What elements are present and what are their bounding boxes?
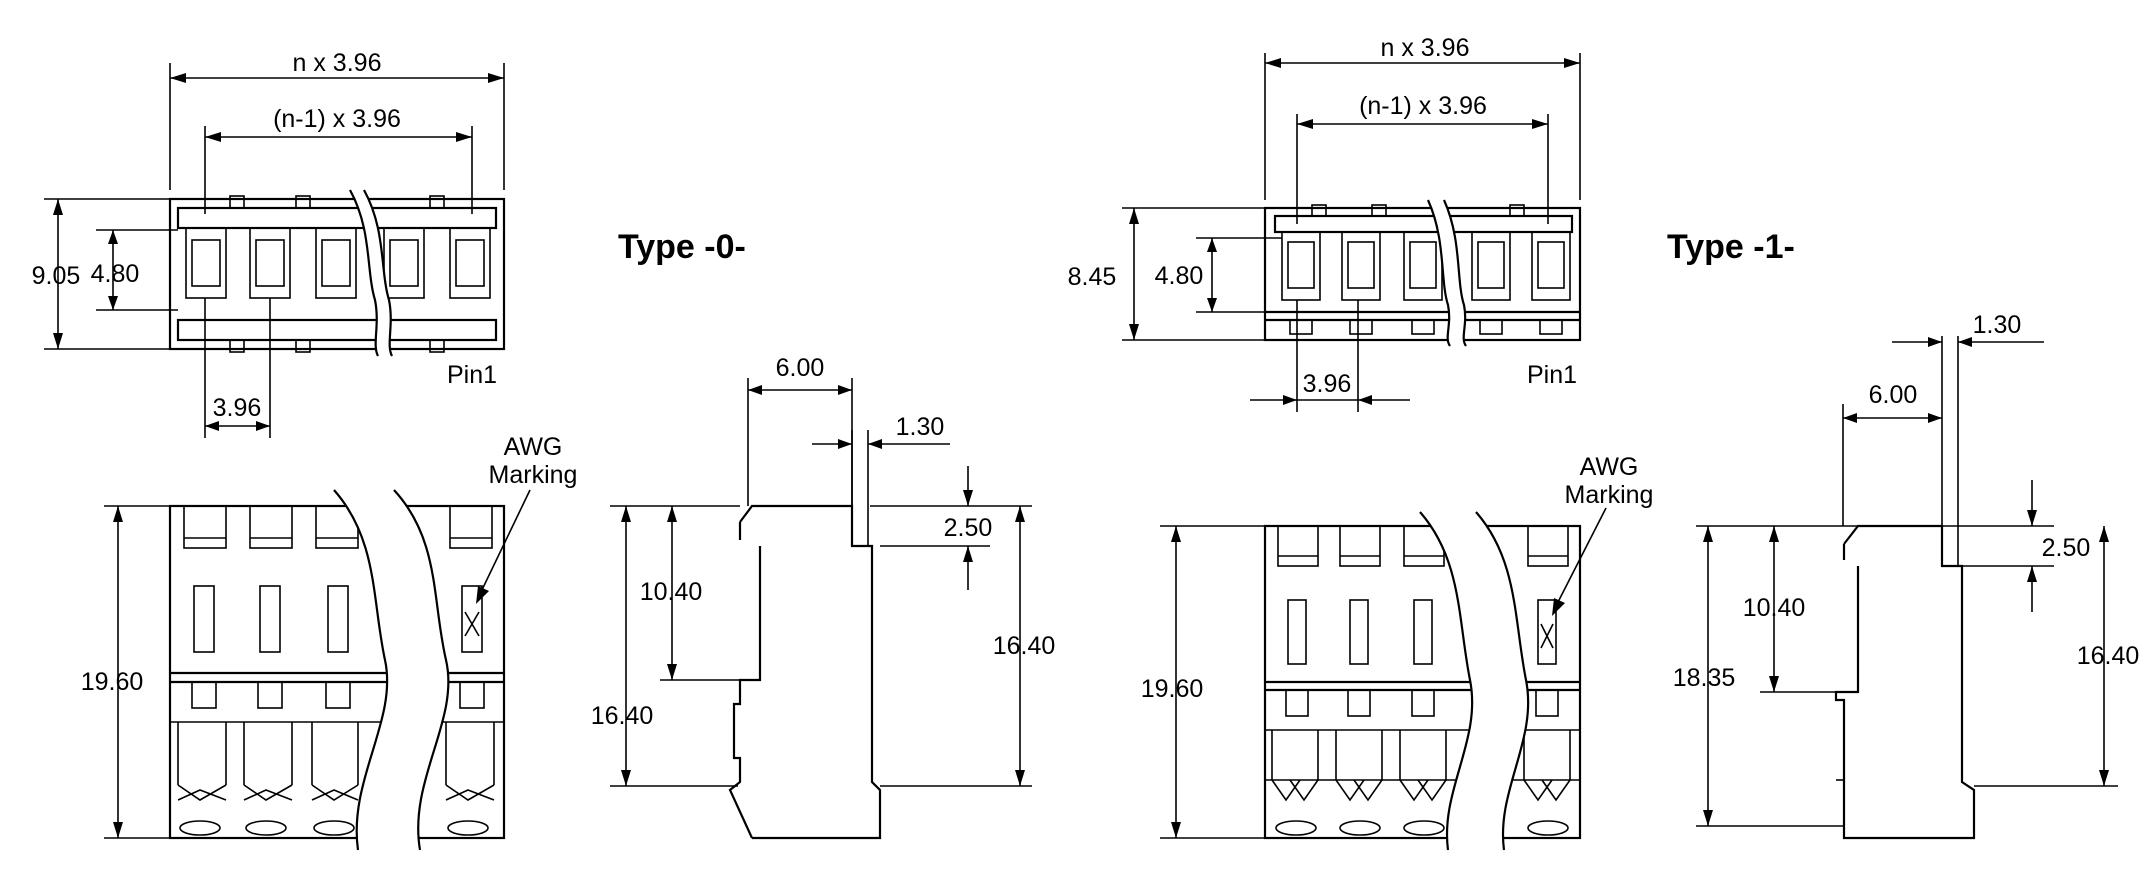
type-0-dim-side-right: 16.40 xyxy=(993,632,1056,660)
type-0-section: Type -0- n x 3.96 (n-1) x 3.96 xyxy=(32,49,1056,851)
type-0-dim-pitch-inner: (n-1) x 3.96 xyxy=(273,105,401,133)
type-1-dim-pitch-inner: (n-1) x 3.96 xyxy=(1359,92,1487,120)
type-1-dim-side-thickness: 1.30 xyxy=(1973,311,2022,339)
type-0-dim-side-width: 6.00 xyxy=(776,354,825,382)
type-0-dim-pitch-total: n x 3.96 xyxy=(293,49,382,77)
type-0-front-view: 19.60 AWG Marking xyxy=(81,433,578,851)
type-1-dim-top-height: 8.45 xyxy=(1068,263,1117,291)
type-1-dim-front-height: 19.60 xyxy=(1141,675,1204,703)
type-0-dim-side-lower: 16.40 xyxy=(591,702,654,730)
type-0-title: Type -0- xyxy=(618,228,746,266)
type-1-dim-side-total: 18.35 xyxy=(1673,664,1736,692)
type-1-side-view: 6.00 1.30 2.50 16.40 xyxy=(1673,311,2140,840)
type-0-dim-top-inner: 4.80 xyxy=(91,260,140,288)
type-0-awg-label-line2: Marking xyxy=(489,461,578,489)
type-0-awg-label-line1: AWG xyxy=(504,433,563,461)
type-0-top-view: n x 3.96 (n-1) x 3.96 xyxy=(32,49,506,438)
type-1-dim-pitch-total: n x 3.96 xyxy=(1381,34,1470,62)
type-1-dim-side-right: 16.40 xyxy=(2077,642,2140,670)
type-1-dim-side-step: 2.50 xyxy=(2042,534,2091,562)
type-1-dim-pitch: 3.96 xyxy=(1303,370,1352,398)
type-1-pin1-label: Pin1 xyxy=(1527,361,1577,389)
type-0-dim-top-height: 9.05 xyxy=(32,262,81,290)
type-0-dim-pitch: 3.96 xyxy=(213,394,262,422)
type-0-dim-side-upper: 10.40 xyxy=(640,578,703,606)
type-1-awg-label-line1: AWG xyxy=(1580,453,1639,481)
type-0-dim-side-thickness: 1.30 xyxy=(896,413,945,441)
type-0-dim-front-height: 19.60 xyxy=(81,668,144,696)
type-0-side-view: 6.00 1.30 2.50 16.40 xyxy=(591,354,1056,840)
type-1-dim-side-upper: 10.40 xyxy=(1743,594,1806,622)
type-1-top-view: n x 3.96 (n-1) x 3.96 xyxy=(1068,34,1582,412)
type-1-front-view: 19.60 AWG Marking xyxy=(1141,453,1654,851)
type-0-dim-side-step: 2.50 xyxy=(944,514,993,542)
type-1-title: Type -1- xyxy=(1667,228,1795,266)
type-1-dim-top-inner: 4.80 xyxy=(1155,262,1204,290)
type-1-section: Type -1- n x 3.96 (n-1) x 3.96 xyxy=(1068,34,2140,851)
type-0-pin1-label: Pin1 xyxy=(447,361,497,389)
type-1-awg-label-line2: Marking xyxy=(1565,481,1654,509)
type-1-dim-side-width: 6.00 xyxy=(1869,381,1918,409)
